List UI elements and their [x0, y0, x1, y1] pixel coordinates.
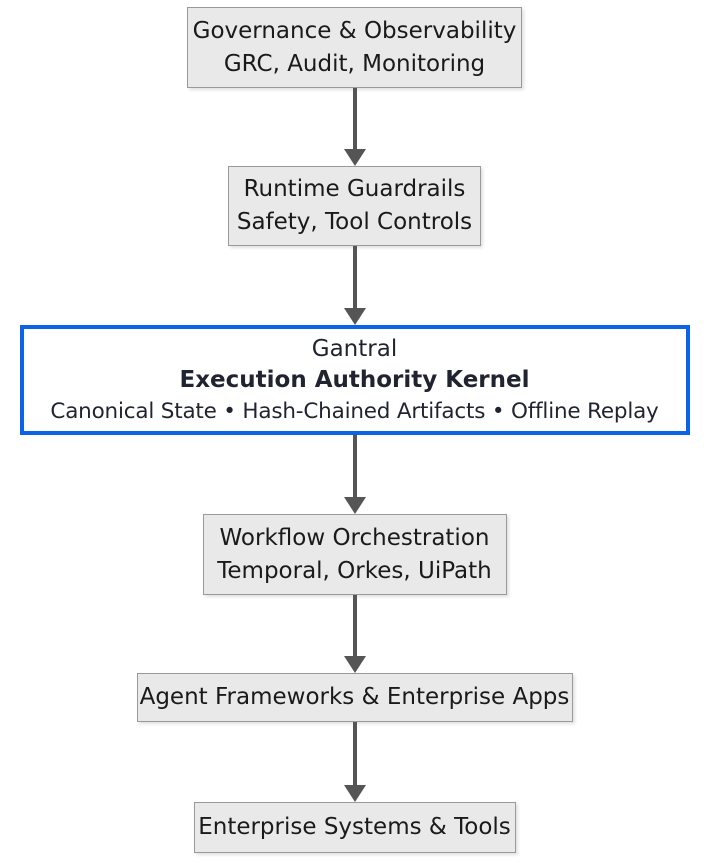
arrow-shaft: [352, 722, 357, 785]
arrow-head: [343, 149, 366, 166]
arrow-shaft: [352, 246, 357, 308]
node-features: Canonical State • Hash-Chained Artifacts…: [50, 398, 659, 424]
node-subtitle: Safety, Tool Controls: [236, 209, 473, 235]
node-title: Runtime Guardrails: [243, 176, 466, 202]
flow-arrow-down-icon: [343, 246, 366, 325]
node-subtitle: Temporal, Orkes, UiPath: [217, 557, 492, 584]
arrow-head: [343, 785, 366, 802]
flow-arrow-down-icon: [343, 435, 366, 514]
arrow-head: [343, 656, 366, 673]
flow-arrow-down-icon: [343, 722, 366, 802]
flow-arrow-down-icon: [343, 88, 366, 166]
node-title: Agent Frameworks & Enterprise Apps: [139, 684, 570, 710]
node-agent-frameworks: Agent Frameworks & Enterprise Apps: [136, 673, 573, 722]
arrow-shaft: [352, 595, 357, 656]
node-title: Enterprise Systems & Tools: [198, 814, 511, 840]
node-governance-observability: Governance & Observability GRC, Audit, M…: [187, 7, 522, 88]
node-enterprise-systems: Enterprise Systems & Tools: [193, 802, 516, 853]
arrow-shaft: [352, 435, 357, 497]
node-title: Gantral: [311, 335, 398, 362]
flow-arrow-down-icon: [343, 595, 366, 673]
node-gantral-kernel-highlighted: Gantral Execution Authority Kernel Canon…: [19, 325, 690, 435]
node-title: Governance & Observability: [192, 17, 517, 44]
arrow-head: [343, 308, 366, 325]
node-title: Workflow Orchestration: [219, 524, 490, 551]
arrow-shaft: [352, 88, 357, 149]
arrow-head: [343, 497, 366, 514]
node-workflow-orchestration: Workflow Orchestration Temporal, Orkes, …: [202, 514, 507, 595]
node-runtime-guardrails: Runtime Guardrails Safety, Tool Controls: [228, 166, 481, 246]
node-subtitle: GRC, Audit, Monitoring: [223, 50, 486, 77]
node-subtitle-bold: Execution Authority Kernel: [179, 366, 530, 393]
